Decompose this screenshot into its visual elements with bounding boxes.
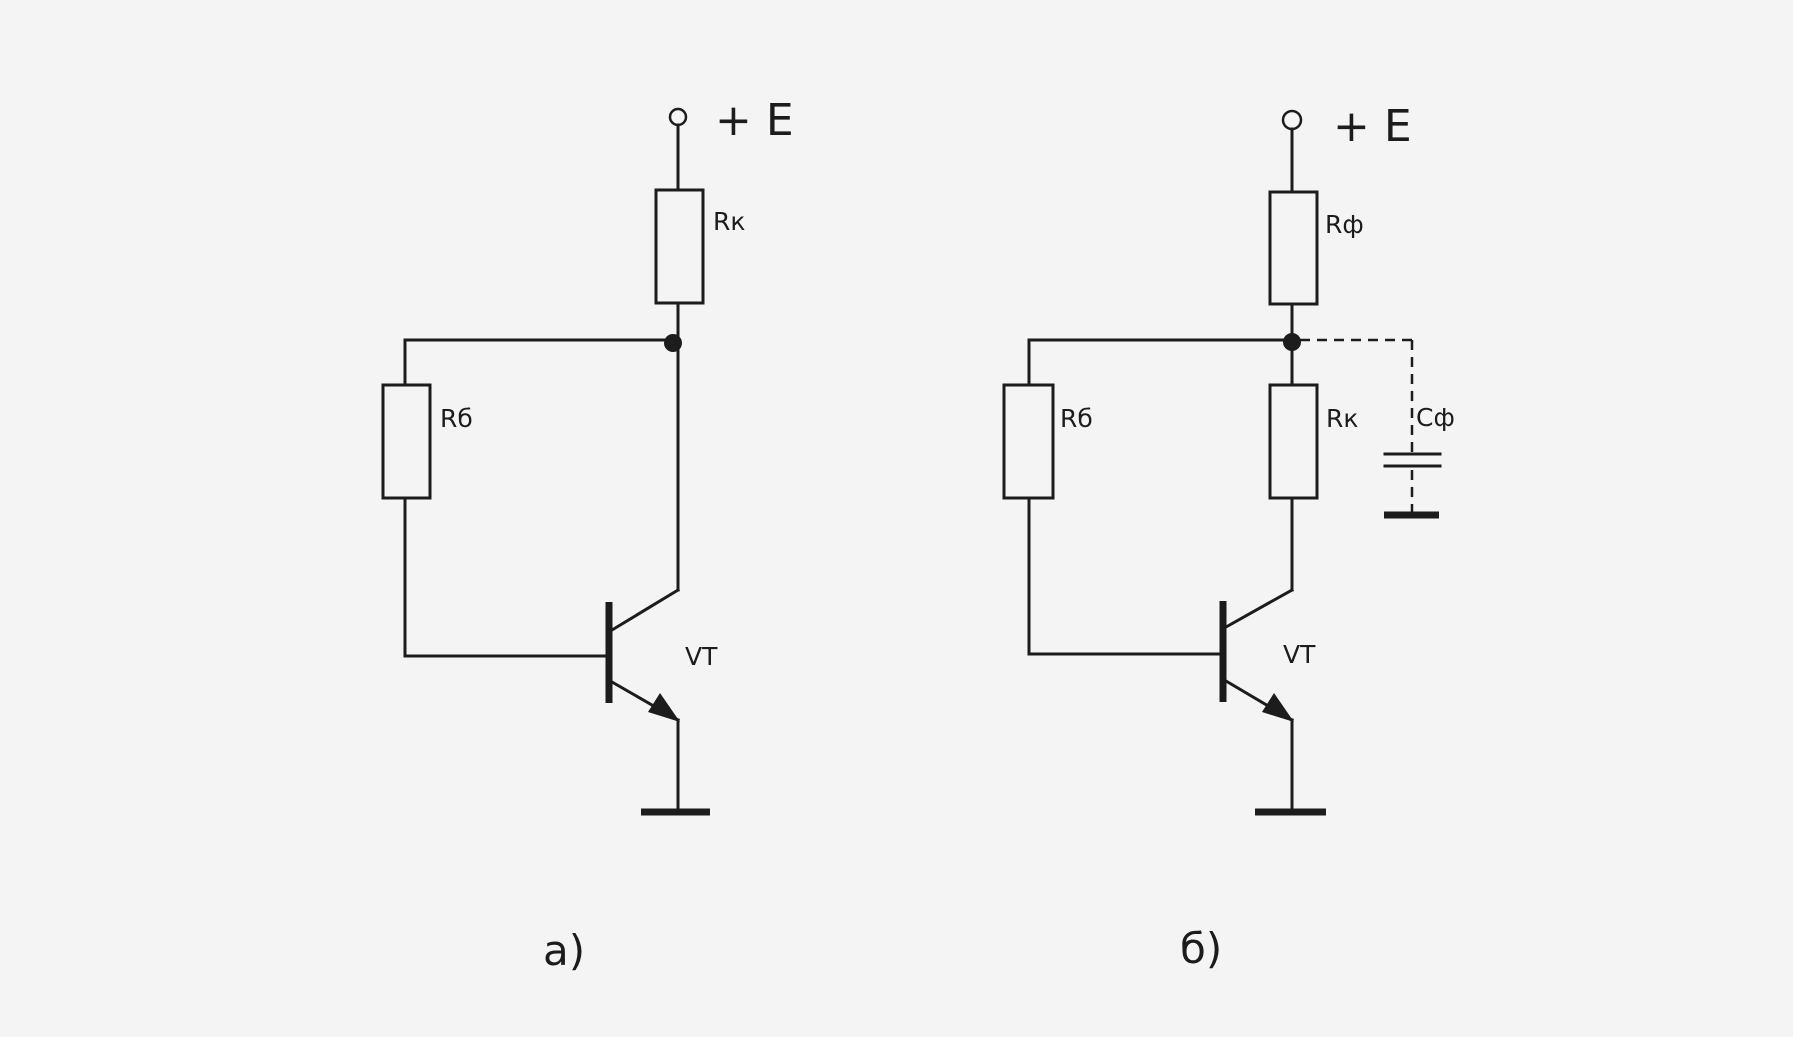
supply-terminal-b <box>1281 109 1303 131</box>
transistor-label-a: VT <box>685 642 718 671</box>
caption-a: а) <box>543 926 585 975</box>
base-resistor-a <box>381 383 432 500</box>
supply-terminal-a <box>668 107 688 127</box>
base-resistor-b <box>1002 383 1055 500</box>
caption-b: б) <box>1180 924 1222 973</box>
circuit-b: + E Rф Rб Rк Cф VT б) <box>1002 101 1455 973</box>
transistor-label-b: VT <box>1283 640 1316 669</box>
transistor-collector-lead-b <box>1223 587 1295 630</box>
circuit-a: + E Rк Rб VT а) <box>381 95 794 975</box>
supply-label-b: + E <box>1333 101 1412 152</box>
base-resistor-label-b: Rб <box>1060 404 1093 433</box>
capacitor-label-b: Cф <box>1416 403 1455 432</box>
collector-resistor-label-b: Rк <box>1326 404 1358 433</box>
filter-resistor-label-b: Rф <box>1325 210 1364 239</box>
emitter-arrow-icon-b <box>1262 693 1294 722</box>
collector-resistor-label-a: Rк <box>713 207 745 236</box>
base-resistor-label-a: Rб <box>440 404 473 433</box>
transistor-collector-lead-a <box>609 587 681 633</box>
supply-label-a: + E <box>715 95 794 146</box>
junction-node-b <box>1283 333 1301 351</box>
filter-resistor-b <box>1268 190 1319 306</box>
collector-resistor-a <box>654 188 705 305</box>
emitter-arrow-icon-a <box>648 693 680 722</box>
collector-resistor-b <box>1268 383 1319 500</box>
